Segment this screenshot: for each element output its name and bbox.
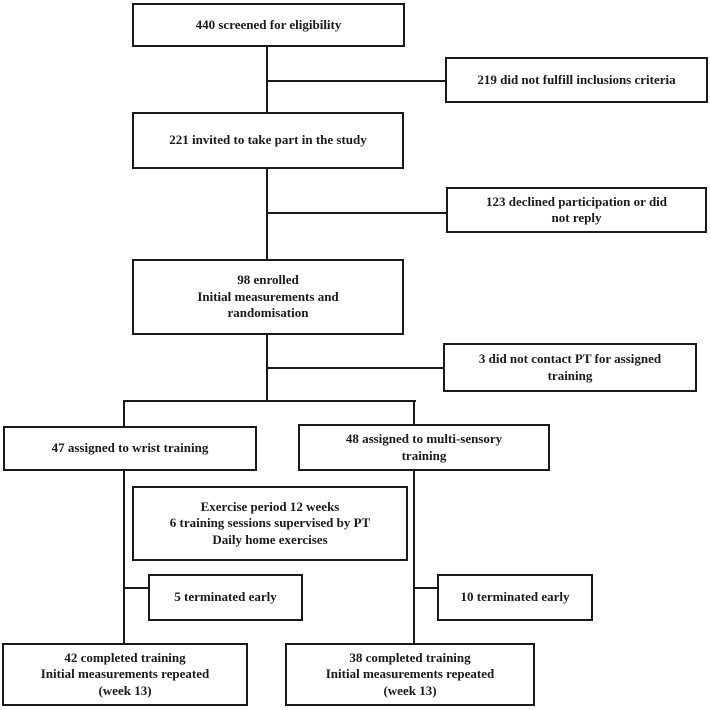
connector-branch-no-contact: [267, 367, 443, 369]
connector-branch-declined: [267, 212, 446, 214]
node-declined-box: 123 declined participation or did not re…: [446, 187, 707, 233]
connector-randomisation-split: [123, 400, 416, 402]
connector-branch-not-fulfill: [267, 80, 445, 82]
connector-split-to-multisensory: [413, 400, 415, 425]
node-enrolled-randomisation-box: 98 enrolled Initial measurements and ran…: [132, 259, 404, 335]
node-no-contact-pt-box: 3 did not contact PT for assigned traini…: [443, 343, 697, 392]
node-screened-box: 440 screened for eligibility: [132, 3, 405, 47]
connector-wrist-to-completed: [123, 470, 125, 644]
node-multisensory-training-box: 48 assigned to multi-sensory training: [298, 424, 550, 471]
node-completed-multisensory-box: 38 completed training Initial measuremen…: [285, 643, 535, 706]
connector-split-to-wrist: [123, 400, 125, 427]
node-wrist-training-box: 47 assigned to wrist training: [3, 426, 257, 471]
connector-multisensory-to-completed: [413, 470, 415, 644]
connector-branch-terminated-wrist: [123, 587, 150, 589]
node-terminated-early-multisensory-box: 10 terminated early: [437, 574, 593, 621]
node-exercise-period-box: Exercise period 12 weeks 6 training sess…: [132, 486, 408, 561]
connector-branch-terminated-multisensory: [413, 587, 439, 589]
node-terminated-early-wrist-box: 5 terminated early: [148, 574, 303, 621]
connector-invited-to-enrolled: [266, 168, 268, 260]
node-not-fulfill-criteria-box: 219 did not fulfill inclusions criteria: [445, 57, 708, 103]
node-invited-box: 221 invited to take part in the study: [132, 112, 404, 169]
node-completed-wrist-box: 42 completed training Initial measuremen…: [2, 643, 248, 706]
